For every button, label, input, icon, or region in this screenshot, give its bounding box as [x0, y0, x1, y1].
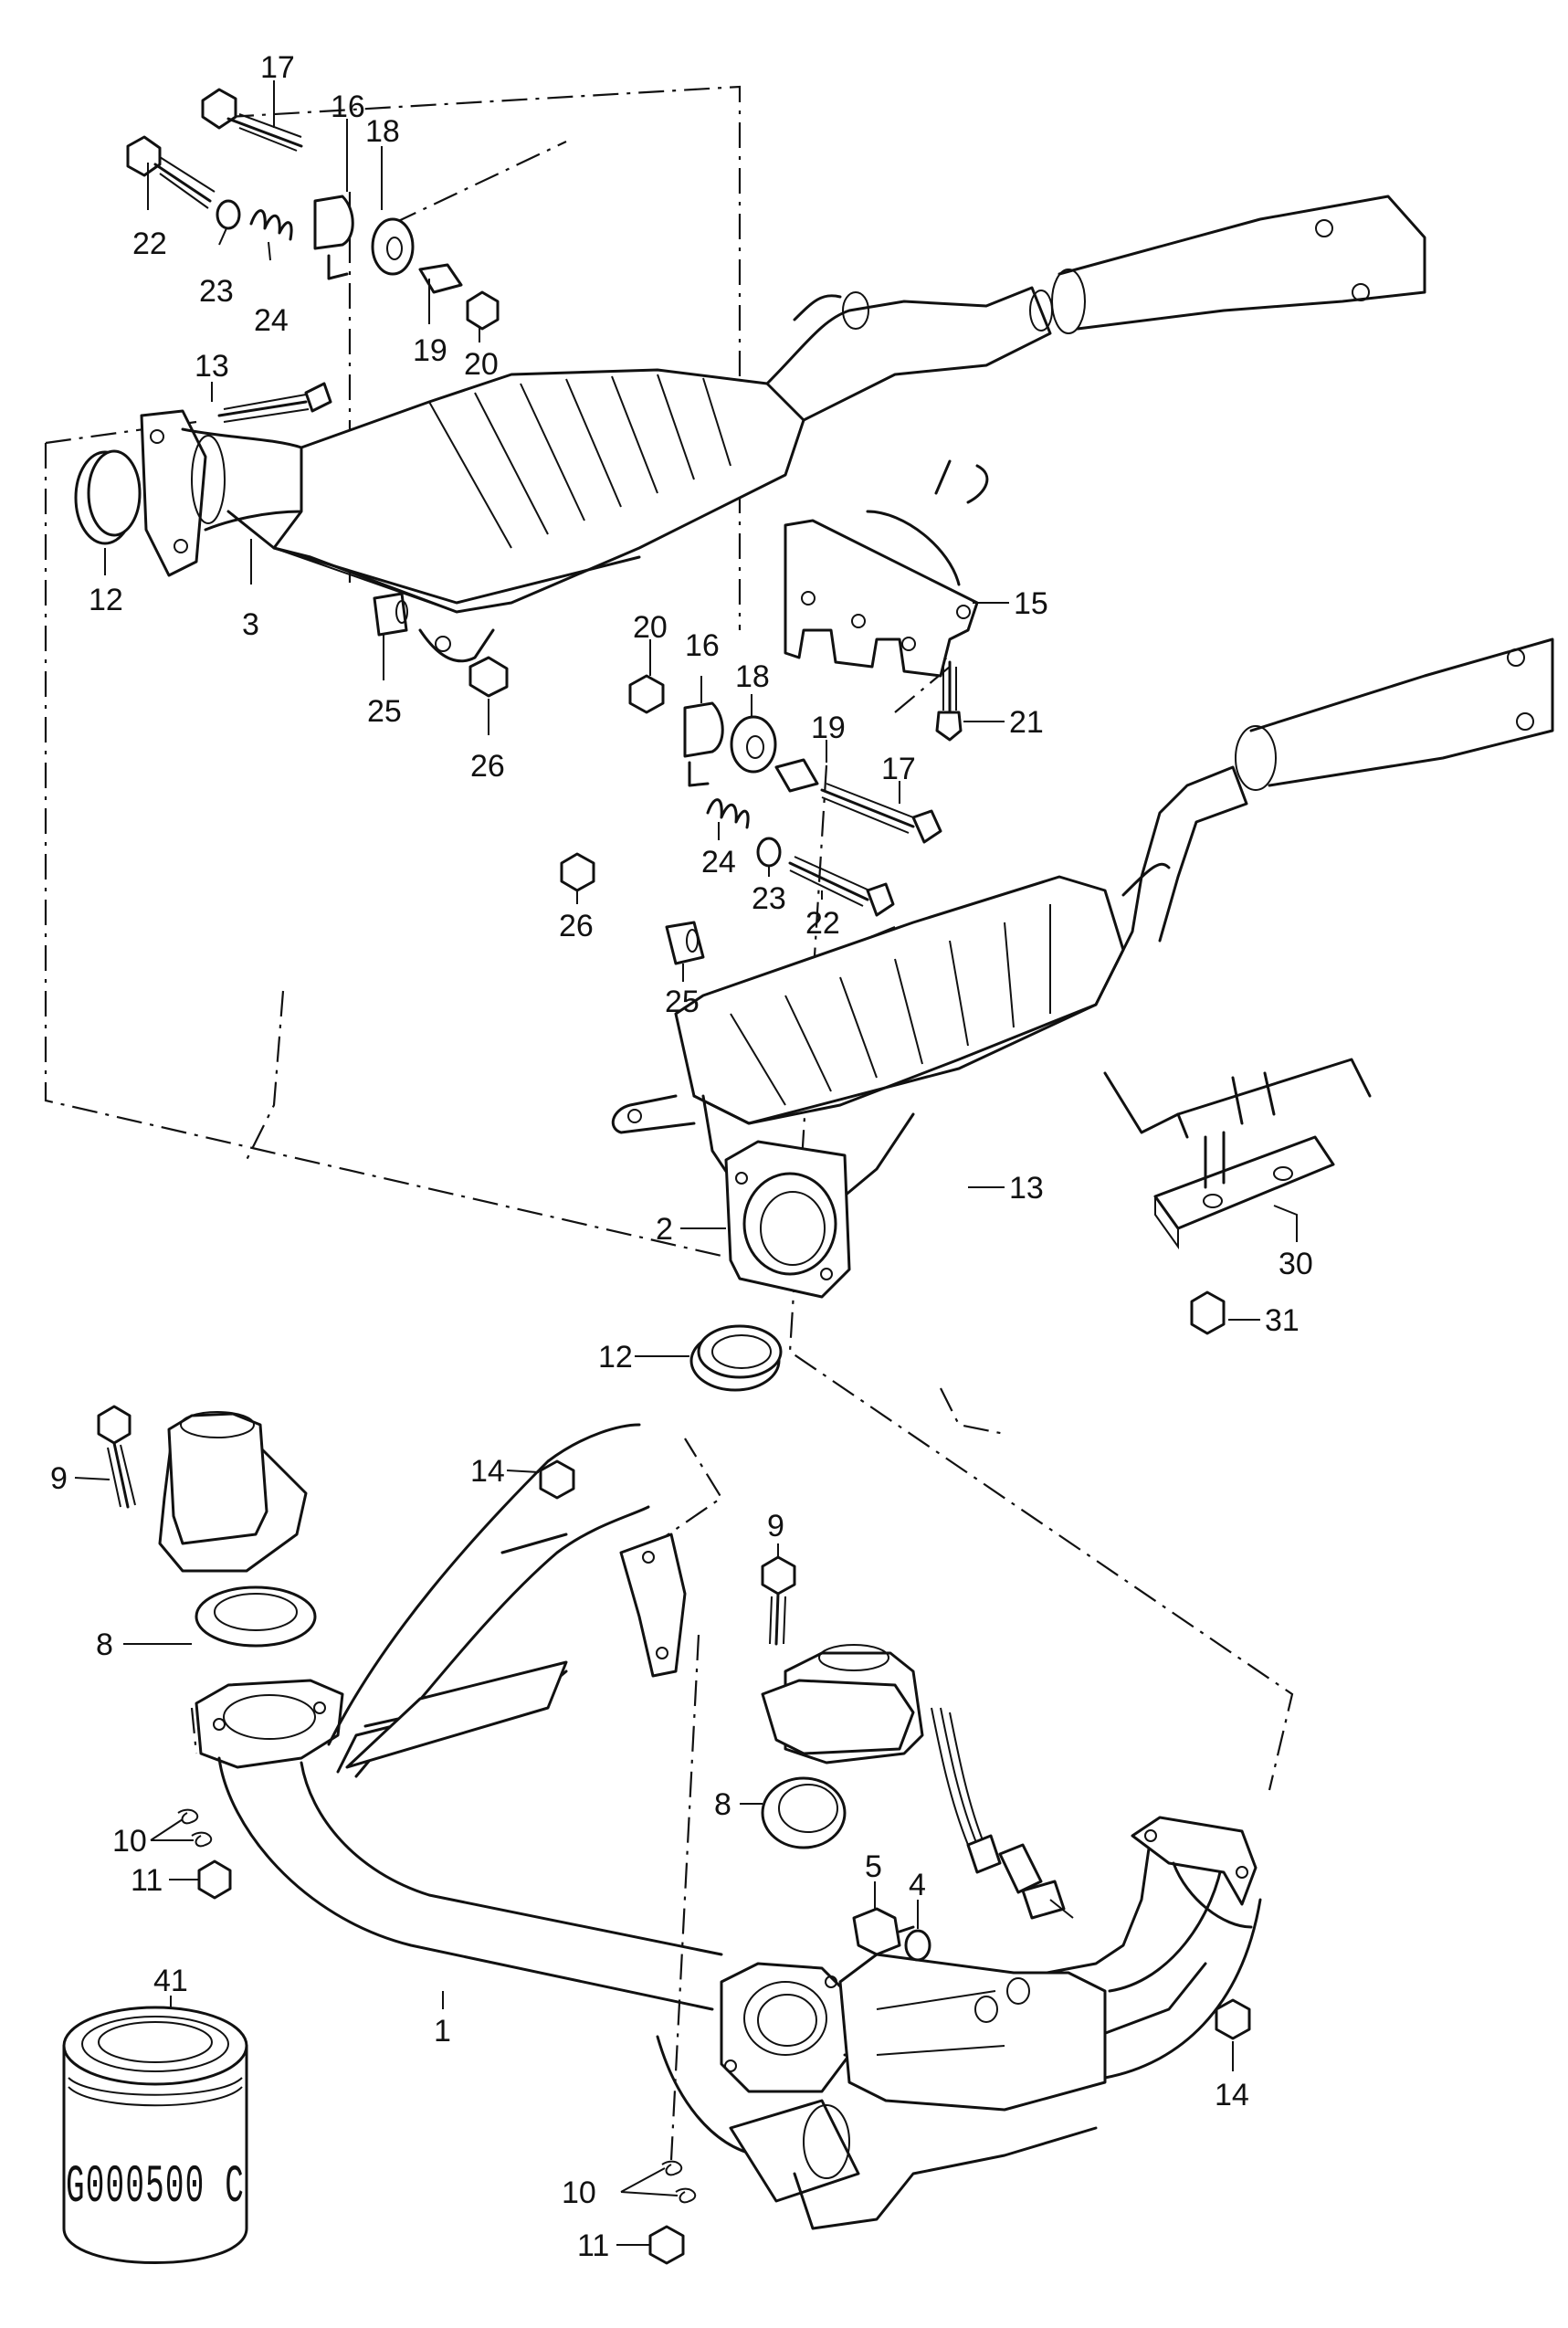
hanger-hardware-lower: [560, 674, 942, 965]
small-fasteners: [177, 1808, 1251, 2265]
callout-4: 4: [909, 1868, 926, 1902]
callout-20: 20: [464, 347, 499, 382]
callout-21: 21: [1009, 705, 1044, 740]
callout-2: 2: [656, 1212, 673, 1247]
part-stamp: G000500 C: [66, 2158, 245, 2217]
callout-13: 13: [1009, 1171, 1044, 1206]
callout-12: 12: [89, 583, 123, 617]
catalytic-converter-lower: [611, 637, 1554, 1299]
callout-31: 31: [1265, 1303, 1300, 1338]
callout-23: 23: [199, 274, 234, 309]
seal-ring-upper: [74, 449, 142, 545]
callout-18: 18: [735, 659, 770, 694]
callout-26: 26: [559, 909, 594, 943]
callout-24: 24: [701, 845, 736, 880]
callout-25: 25: [665, 985, 700, 1019]
callout-15: 15: [1014, 586, 1048, 621]
hanger-hardware-upper: [126, 88, 509, 698]
callout-8: 8: [96, 1627, 113, 1662]
callout-8: 8: [714, 1787, 731, 1822]
front-pipe: [97, 1405, 1262, 2230]
callout-14: 14: [1215, 2078, 1249, 2112]
callout-9: 9: [767, 1509, 784, 1543]
catalytic-converter-upper: [140, 195, 1426, 614]
callout-16: 16: [685, 628, 720, 663]
callout-30: 30: [1279, 1247, 1313, 1281]
callout-10: 10: [562, 2175, 596, 2210]
callout-5: 5: [865, 1849, 882, 1884]
floor-bracket: [1103, 1058, 1372, 1335]
oxygen-sensor: [852, 1707, 1074, 1962]
callout-22: 22: [805, 906, 840, 941]
callout-13: 13: [195, 349, 229, 384]
callout-3: 3: [242, 607, 259, 642]
callout-22: 22: [132, 226, 167, 261]
callout-11: 11: [577, 2228, 609, 2263]
callout-19: 19: [413, 333, 447, 368]
coupling-sleeve: G000500 C: [62, 2006, 248, 2264]
callout-41: 41: [153, 1964, 188, 1998]
callout-24: 24: [254, 303, 289, 338]
callout-23: 23: [752, 881, 786, 916]
seal-ring-lower: [689, 1324, 783, 1392]
mounting-bracket: [784, 459, 989, 742]
callout-26: 26: [470, 749, 505, 784]
callout-labels: 17 16 18 22 23 24 19 20 13 12 3 25 26 15…: [50, 50, 1313, 2263]
callout-20: 20: [633, 610, 668, 645]
callout-10: 10: [112, 1824, 147, 1859]
callout-9: 9: [50, 1461, 68, 1496]
callout-12: 12: [598, 1340, 633, 1375]
callout-14: 14: [470, 1454, 505, 1489]
callout-11: 11: [131, 1863, 163, 1898]
callout-25: 25: [367, 694, 402, 729]
callout-19: 19: [811, 711, 846, 745]
callout-17: 17: [881, 752, 916, 786]
callout-17: 17: [260, 50, 295, 85]
callout-1: 1: [434, 2014, 451, 2049]
leader-lines: [74, 80, 1298, 2246]
callout-18: 18: [365, 114, 400, 149]
callout-16: 16: [331, 90, 365, 124]
